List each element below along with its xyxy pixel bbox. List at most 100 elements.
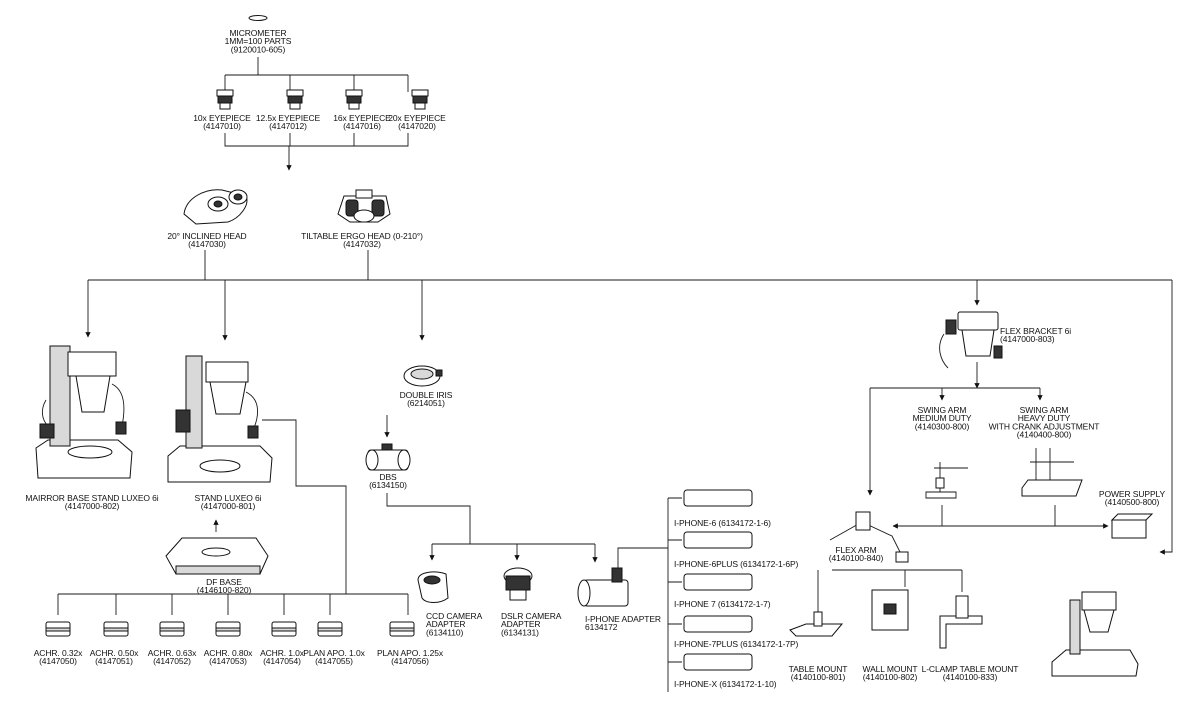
dslr_adapter-line-1: ADAPTER: [501, 619, 540, 629]
swing_heavy-line-1: HEAVY DUTY: [1018, 413, 1071, 423]
label-dbs: DBS(6134150): [369, 472, 407, 490]
label-table-mount: TABLE MOUNT(4140100-801): [789, 664, 848, 682]
label-lclamp-mount: L-CLAMP TABLE MOUNT(4140100-833): [922, 664, 1019, 682]
eyepiece-icons: [216, 89, 429, 110]
obj_apo_100-line-1: (4147055): [315, 656, 353, 666]
label-power-supply: POWER SUPPLY(4140500-800): [1099, 489, 1166, 507]
stand_luxeo-line-0: STAND LUXEO 6i: [195, 493, 262, 503]
swing_medium-line-1: MEDIUM DUTY: [913, 413, 972, 423]
ccd_adapter-line-1: ADAPTER: [426, 619, 465, 629]
obj_063-line-0: ACHR. 0.63x: [148, 648, 197, 658]
obj_050-line-0: ACHR. 0.50x: [90, 648, 139, 658]
flex-stand-illustration: [1051, 591, 1139, 677]
ccd-adapter-illustration: [417, 571, 449, 603]
power_supply-line-1: (4140500-800): [1105, 497, 1160, 507]
flex_bracket-line-1: (4147000-803): [1000, 334, 1055, 344]
label-flex-bracket: FLEX BRACKET 6i(4147000-803): [1000, 326, 1071, 344]
label-iphone-7: I-PHONE 7 (6134172-1-7): [674, 599, 771, 609]
mirror_stand-line-1: (4147000-802): [65, 501, 120, 511]
dbs-line-1: (6134150): [369, 480, 407, 490]
df-base-illustration: [165, 537, 269, 575]
swing_heavy-line-0: SWING ARM: [1020, 405, 1069, 415]
micrometer-line-2: (9120010-605): [231, 44, 286, 54]
swing-arm-heavy-illustration: [1021, 448, 1083, 497]
obj_100-line-1: (4147054): [263, 656, 301, 666]
double_iris-line-1: (6214051): [407, 398, 445, 408]
mirror_stand-line-0: MAIRROR BASE STAND LUXEO 6i: [25, 493, 158, 503]
dslr-adapter-illustration: [503, 567, 533, 601]
label-eyepiece-12-5x: 12.5x EYEPIECE(4147012): [256, 113, 321, 131]
swing_medium-line-2: (4140300-800): [915, 421, 970, 431]
wall_mount-line-1: (4140100-802): [863, 672, 918, 682]
label-mirror-stand: MAIRROR BASE STAND LUXEO 6i(4147000-802): [25, 493, 158, 511]
iphone_6-line-0: I-PHONE-6 (6134172-1-6): [674, 518, 771, 528]
swing_medium-line-0: SWING ARM: [918, 405, 967, 415]
label-iphone-7plus: I-PHONE-7PLUS (6134172-1-7P): [674, 639, 799, 649]
swing_heavy-line-3: (4140400-800): [1017, 430, 1072, 440]
power_supply-line-0: POWER SUPPLY: [1099, 489, 1166, 499]
ccd_adapter-line-2: (6134110): [426, 627, 463, 637]
iphone_7plus-line-0: I-PHONE-7PLUS (6134172-1-7P): [674, 639, 799, 649]
obj_063-line-1: (4147052): [153, 656, 191, 666]
df_base-line-1: (4146100-820): [197, 585, 252, 595]
dbs-line-0: DBS: [379, 472, 397, 482]
obj_100-line-0: ACHR. 1.0x: [260, 648, 305, 658]
ergo-head-illustration: [337, 189, 391, 223]
iphone-cases: [683, 489, 753, 671]
obj_080-line-1: (4147053): [209, 656, 247, 666]
label-flex-arm: FLEX ARM(4140100-840): [829, 545, 884, 563]
ccd_adapter-line-0: CCD CAMERA: [426, 611, 483, 621]
df_base-line-0: DF BASE: [206, 577, 242, 587]
eyepiece_12_5x-line-0: 12.5x EYEPIECE: [256, 113, 321, 123]
label-obj-063: ACHR. 0.63x(4147052): [148, 648, 197, 666]
label-ergo-head: TILTABLE ERGO HEAD (0-210°)(4147032): [301, 231, 423, 249]
iphone_6plus-line-0: I-PHONE-6PLUS (6134172-1-6P): [674, 559, 799, 569]
stand-luxeo-illustration: [167, 355, 273, 483]
dslr_adapter-line-0: DSLR CAMERA: [501, 611, 562, 621]
label-double-iris: DOUBLE IRIS(6214051): [400, 390, 453, 408]
label-obj-apo-125: PLAN APO. 1.25x(4147056): [377, 648, 444, 666]
flex_arm-line-1: (4140100-840): [829, 553, 884, 563]
eyepiece_20x-line-1: (4147020): [398, 121, 436, 131]
label-obj-100: ACHR. 1.0x(4147054): [260, 648, 305, 666]
eyepiece_12_5x-line-1: (4147012): [269, 121, 307, 131]
label-wall-mount: WALL MOUNT(4140100-802): [862, 664, 917, 682]
swing-arm-medium-illustration: [925, 462, 968, 499]
wall_mount-line-0: WALL MOUNT: [862, 664, 917, 674]
obj_032-line-1: (4147050): [39, 656, 77, 666]
iphone-adapter-illustration: [577, 567, 629, 607]
label-eyepiece-16x: 16x EYEPIECE(4147016): [333, 113, 391, 131]
lclamp_mount-line-1: (4140100-833): [943, 672, 998, 682]
label-inclined-head: 20° INCLINED HEAD(4147030): [167, 231, 246, 249]
dslr_adapter-line-2: (6134131): [501, 627, 539, 637]
iphone_adapter-line-0: I-PHONE ADAPTER: [585, 614, 661, 624]
eyepiece_10x-line-0: 10x EYEPIECE: [193, 113, 251, 123]
label-iphone-6: I-PHONE-6 (6134172-1-6): [674, 518, 771, 528]
flex-arm-illustration: [829, 511, 909, 563]
flex_arm-line-0: FLEX ARM: [835, 545, 876, 555]
label-iphone-6plus: I-PHONE-6PLUS (6134172-1-6P): [674, 559, 799, 569]
label-obj-032: ACHR. 0.32x(4147050): [34, 648, 83, 666]
label-obj-080: ACHR. 0.80x(4147053): [204, 648, 253, 666]
flex-bracket-illustration: [939, 311, 1003, 369]
obj_050-line-1: (4147051): [95, 656, 133, 666]
objective-icons: [45, 621, 415, 637]
label-obj-050: ACHR. 0.50x(4147051): [90, 648, 139, 666]
double-iris-illustration: [403, 365, 443, 387]
inclined_head-line-0: 20° INCLINED HEAD: [167, 231, 246, 241]
label-eyepiece-10x: 10x EYEPIECE(4147010): [193, 113, 251, 131]
table_mount-line-0: TABLE MOUNT: [789, 664, 848, 674]
eyepiece_20x-line-0: 20x EYEPIECE: [388, 113, 446, 123]
micrometer-line-1: 1MM=100 PARTS: [225, 36, 292, 46]
stand_luxeo-line-1: (4147000-801): [201, 501, 256, 511]
dbs-illustration: [365, 443, 411, 471]
obj_032-line-0: ACHR. 0.32x: [34, 648, 83, 658]
table_mount-line-1: (4140100-801): [791, 672, 846, 682]
